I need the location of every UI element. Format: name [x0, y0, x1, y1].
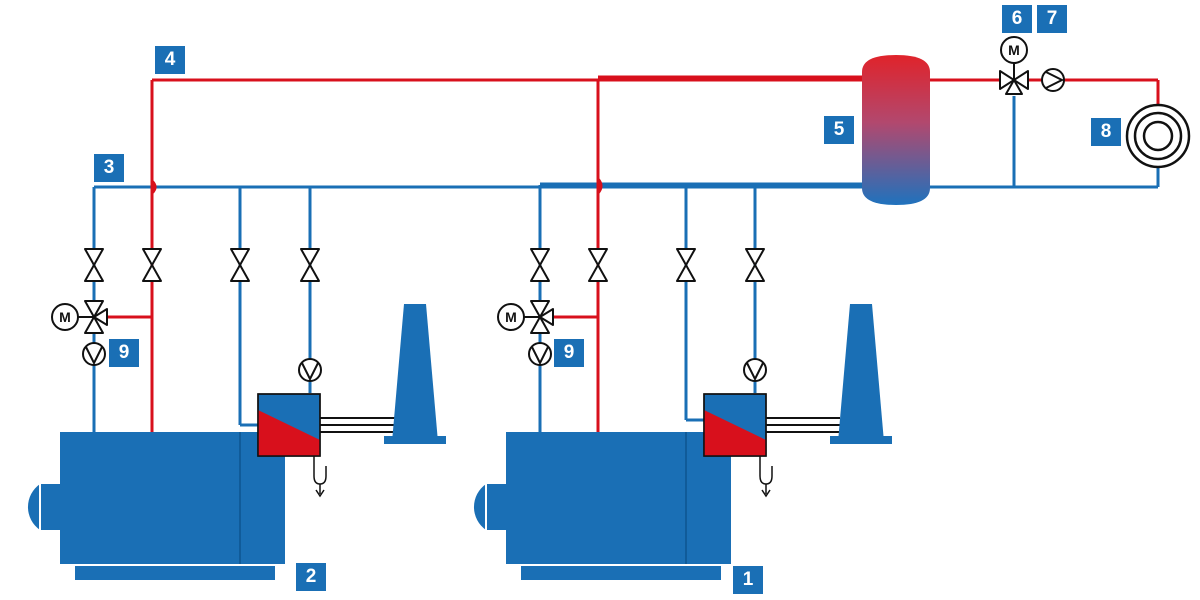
- label-7-pump: 7: [1037, 5, 1067, 33]
- gate-valve-icon[interactable]: [588, 248, 608, 282]
- gate-valve-icon[interactable]: [300, 248, 320, 282]
- label-4-supply-header: 4: [155, 46, 185, 74]
- gate-valve-icon[interactable]: [142, 248, 162, 282]
- circulation-pump-icon[interactable]: [743, 358, 767, 382]
- gate-valve-icon[interactable]: [230, 248, 250, 282]
- boiler-icon: [506, 432, 731, 580]
- label-6-mixing-valve: 6: [1002, 5, 1032, 33]
- heat-consumer-icon: [1125, 103, 1191, 169]
- supply-pipes: [104, 75, 1160, 432]
- flue-heat-exchanger-icon: [703, 393, 767, 457]
- condensate-drain-icon: [759, 456, 773, 498]
- label-5-buffer-tank: 5: [824, 116, 854, 144]
- gate-valve-icon[interactable]: [676, 248, 696, 282]
- pipe-crossings: [150, 178, 603, 195]
- circulation-pump-icon[interactable]: [1041, 68, 1065, 92]
- label-8-heat-consumer: 8: [1091, 118, 1121, 146]
- chimney-icon: [830, 304, 892, 444]
- label-1-boiler: 1: [733, 566, 763, 594]
- svg-text:M: M: [505, 309, 517, 325]
- circulation-pump-icon[interactable]: [298, 358, 322, 382]
- gate-valve-icon[interactable]: [530, 248, 550, 282]
- gate-valve-icon[interactable]: [84, 248, 104, 282]
- label-2-boiler: 2: [296, 563, 326, 591]
- label-9-boiler-2-pump: 9: [109, 339, 139, 367]
- boiler-icon: [60, 432, 285, 580]
- buffer-tank-icon: [862, 55, 930, 205]
- circulation-pump-icon[interactable]: [82, 342, 106, 366]
- motor-icon[interactable]: M: [1000, 36, 1028, 64]
- three-way-mixing-valve-icon[interactable]: [77, 300, 108, 334]
- burner-icon: [473, 484, 506, 530]
- motor-icon[interactable]: M: [497, 303, 525, 331]
- condensate-drain-icon: [313, 456, 327, 498]
- chimney-icon: [384, 304, 446, 444]
- label-9-boiler-1-pump: 9: [554, 339, 584, 367]
- burner-icon: [27, 484, 61, 530]
- flue-heat-exchanger-icon: [257, 393, 321, 457]
- three-way-mixing-valve-icon[interactable]: [523, 300, 554, 334]
- label-3-return-header: 3: [94, 154, 124, 182]
- motor-icon[interactable]: M: [51, 303, 79, 331]
- flue-duct: [320, 417, 395, 433]
- svg-text:M: M: [59, 309, 71, 325]
- three-way-mixing-valve-icon[interactable]: [999, 62, 1029, 95]
- return-pipes: [92, 96, 1160, 432]
- flue-duct: [766, 417, 840, 433]
- svg-text:M: M: [1008, 42, 1020, 58]
- circulation-pump-icon[interactable]: [528, 342, 552, 366]
- gate-valve-icon[interactable]: [745, 248, 765, 282]
